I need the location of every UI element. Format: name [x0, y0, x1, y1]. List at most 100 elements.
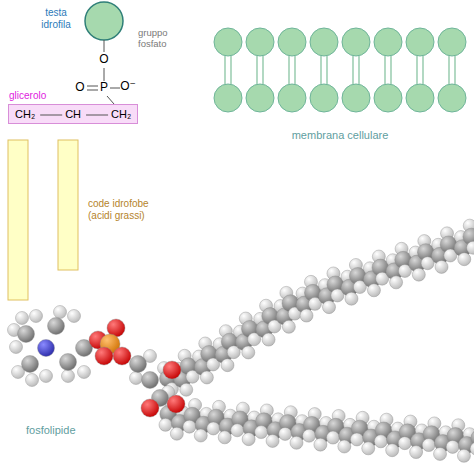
atom-sphere [218, 431, 231, 444]
atom-sphere [221, 359, 234, 372]
atom-sphere [180, 383, 193, 396]
atom-sphere [314, 438, 327, 451]
lipid-tail-line [448, 56, 449, 84]
atom-sphere [231, 424, 244, 437]
atom-sphere [78, 366, 91, 379]
lipid-head [278, 84, 306, 112]
lipid-head [438, 28, 466, 56]
atom-sphere [68, 310, 81, 323]
atom-sphere [350, 433, 363, 446]
lipid-head [246, 28, 274, 56]
lipid-head [246, 84, 274, 112]
lipid-tail-line [326, 56, 327, 84]
atom-sphere [362, 442, 375, 455]
text-label: testa idrofila [34, 7, 78, 30]
space-filling-molecule [8, 219, 474, 462]
atom-sphere [390, 276, 403, 289]
lipid-head [438, 84, 466, 112]
atom-sphere [242, 433, 255, 446]
lipid-tail-line [358, 56, 359, 84]
box-heading: glicerolo [9, 90, 46, 101]
atom-sphere [457, 449, 470, 462]
bond-line [107, 96, 114, 104]
lipid-head [374, 84, 402, 112]
lipid-head [406, 28, 434, 56]
atom-sphere [130, 372, 143, 385]
lipid-tail-line [390, 56, 391, 84]
text-label: O [75, 81, 84, 95]
group-formula: CH₂ [111, 108, 131, 120]
atom-sphere [62, 370, 75, 383]
atom-sphere [412, 268, 425, 281]
atom-sphere [113, 347, 131, 365]
atom-sphere [48, 318, 65, 335]
bond-line [86, 115, 108, 116]
bond-line [110, 88, 120, 89]
atom-sphere [266, 434, 279, 447]
atom-sphere [242, 346, 255, 359]
fatty-acid-tail [8, 140, 28, 300]
lipid-tail-line [230, 56, 231, 84]
bond-line [40, 115, 62, 116]
lipid-tail-line [352, 56, 353, 84]
atom-sphere [163, 361, 181, 379]
lipid-tail-line [422, 56, 423, 84]
lipid-tail-line [454, 56, 455, 84]
atom-sphere [207, 422, 220, 435]
lipid-tail-line [262, 56, 263, 84]
lipid-tail-line [288, 56, 289, 84]
atom-sphere [30, 310, 43, 323]
lipid-tail-line [224, 56, 225, 84]
atom-sphere [374, 435, 387, 448]
atom-sphere [194, 429, 207, 442]
atom-sphere [326, 431, 339, 444]
head-circle [85, 2, 123, 40]
atom-sphere [434, 447, 447, 460]
atom-sphere [200, 371, 213, 384]
atom-sphere [322, 301, 335, 314]
lipid-tail-line [416, 56, 417, 84]
text-label: membrana cellulare [292, 129, 389, 142]
atom-sphere [422, 439, 435, 452]
atom-sphere [142, 372, 159, 389]
group-formula: CH₂ [15, 108, 35, 120]
text-label: P [100, 81, 108, 95]
lipid-tail-line [256, 56, 257, 84]
atom-sphere [338, 440, 351, 453]
lipid-head [278, 28, 306, 56]
lipid-head [310, 28, 338, 56]
atom-sphere [54, 306, 67, 319]
text-label: O [99, 53, 108, 67]
bond-line [104, 40, 105, 52]
atom-sphere [167, 395, 185, 413]
atom-sphere [26, 374, 39, 387]
text-label: gruppo fosfato [138, 28, 184, 50]
fatty-acid-tail [58, 140, 78, 270]
atom-sphere [282, 320, 295, 333]
atom-sphere [60, 354, 77, 371]
atom-sphere [290, 436, 303, 449]
lipid-tail-line [294, 56, 295, 84]
atom-sphere [345, 292, 358, 305]
atom-sphere [95, 347, 113, 365]
text-label: fosfolipide [26, 424, 76, 437]
lipid-head [310, 84, 338, 112]
atom-sphere [470, 442, 474, 455]
lipid-head [214, 84, 242, 112]
double-bond-line [87, 86, 98, 87]
lipid-head [406, 84, 434, 112]
lipid-tail-line [320, 56, 321, 84]
double-bond-line [87, 90, 98, 91]
atom-sphere [141, 399, 159, 417]
atom-sphere [435, 260, 448, 273]
lipid-tail-line [384, 56, 385, 84]
membrane-drawing [214, 28, 466, 112]
glycerol-box: gliceroloCH₂CHCH₂ [8, 104, 138, 124]
atom-sphere [38, 340, 55, 357]
atom-sphere [10, 341, 23, 354]
atom-sphere [467, 241, 474, 254]
atom-sphere [303, 429, 316, 442]
atom-sphere [18, 326, 35, 343]
